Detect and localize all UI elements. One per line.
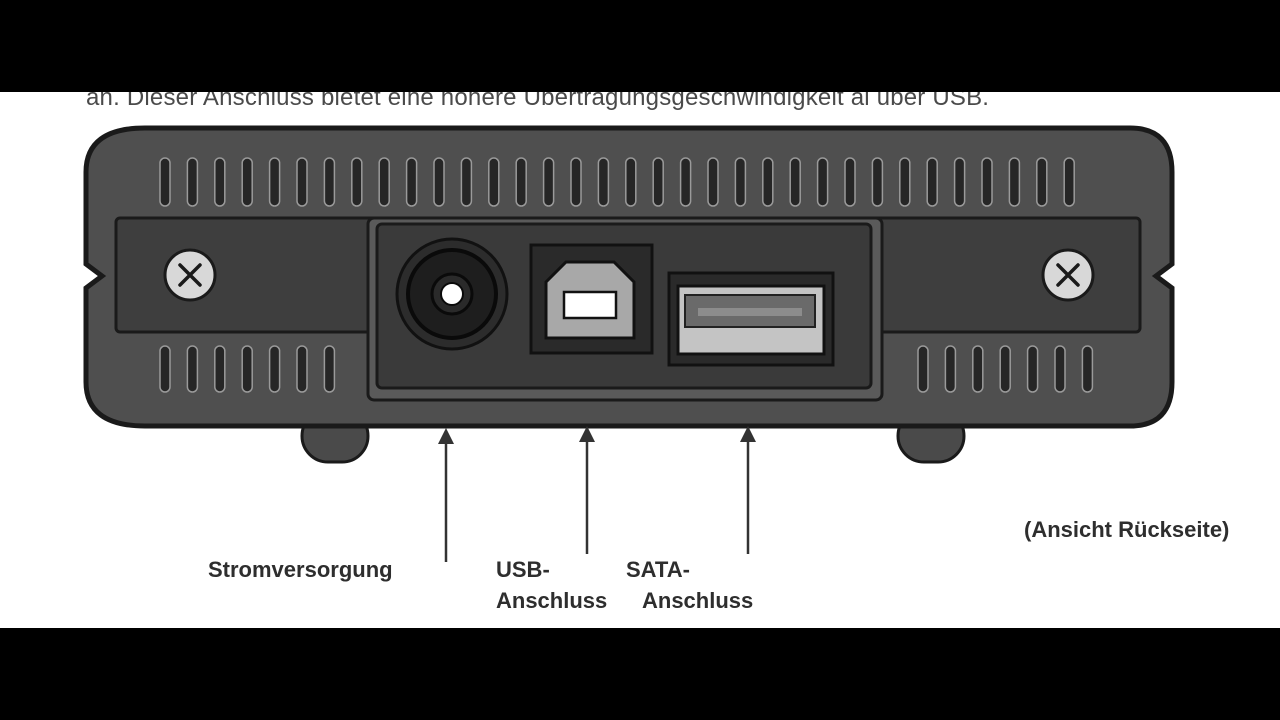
vent-slot — [734, 157, 747, 207]
vent-slot — [378, 157, 390, 207]
arrow-up-icon — [438, 428, 454, 562]
vent-slot — [268, 345, 281, 393]
vent-slot — [816, 157, 829, 207]
vent-slots-top — [159, 157, 1075, 207]
arrow-up-icon — [579, 426, 595, 554]
screw-icon — [1041, 248, 1095, 302]
vent-slot — [1008, 157, 1021, 207]
power-jack-icon — [395, 237, 509, 351]
vent-slot — [652, 157, 664, 207]
label-view-text: (Ansicht Rückseite) — [1024, 517, 1230, 542]
label-usb-line1: USB- — [496, 557, 550, 582]
vent-slot — [762, 157, 774, 207]
vent-slot — [241, 157, 253, 207]
vent-slot — [844, 157, 856, 207]
vent-slot — [999, 345, 1011, 393]
vent-slot — [625, 157, 637, 207]
vent-slot — [268, 157, 281, 207]
label-stromversorgung: Stromversorgung — [208, 554, 393, 585]
vent-slot — [405, 157, 418, 207]
vent-slot — [433, 157, 445, 207]
vent-slot — [159, 345, 171, 393]
usb-b-port-icon — [529, 243, 654, 355]
vent-slot — [679, 157, 692, 207]
vent-slot — [186, 157, 199, 207]
vent-slot — [488, 157, 500, 207]
vent-slot — [323, 345, 336, 393]
vent-slot — [159, 157, 171, 207]
screw-icon — [163, 248, 217, 302]
vent-slot — [241, 345, 253, 393]
vent-slot — [981, 157, 993, 207]
vent-slot — [214, 345, 226, 393]
vent-slot — [296, 157, 308, 207]
vent-slot — [944, 345, 957, 393]
vent-slot — [926, 157, 938, 207]
vent-slot — [1026, 345, 1039, 393]
vent-slot — [789, 157, 801, 207]
vent-slot — [1054, 345, 1066, 393]
vent-slot — [972, 345, 984, 393]
label-sata-line1: SATA- — [626, 557, 690, 582]
label-usb-anschluss: USB- Anschluss — [496, 554, 607, 616]
vent-slot — [296, 345, 308, 393]
label-sata-line2: Anschluss — [642, 588, 754, 613]
clipped-body-text: an. Dieser Anschluss bietet eine höhere … — [86, 92, 990, 111]
vent-slot — [1063, 157, 1075, 207]
vent-slot — [186, 345, 199, 393]
vent-slot — [917, 345, 929, 393]
vent-slot — [351, 157, 363, 207]
label-sata-anschluss: SATA- Anschluss — [626, 554, 753, 616]
vent-slot — [1081, 345, 1094, 393]
vent-slot — [515, 157, 527, 207]
vent-slot — [1036, 157, 1048, 207]
vent-slot — [871, 157, 884, 207]
label-ansicht-rueckseite: (Ansicht Rückseite) — [1024, 514, 1229, 545]
letterbox-top — [0, 0, 1280, 92]
vent-slots-bottom-right — [917, 345, 1094, 393]
vent-slot — [597, 157, 610, 207]
vent-slots-bottom-left — [159, 345, 336, 393]
label-power-text: Stromversorgung — [208, 557, 393, 582]
vent-slot — [707, 157, 719, 207]
vent-slot — [570, 157, 582, 207]
arrow-up-icon — [740, 426, 756, 554]
sata-port-icon — [667, 271, 835, 367]
vent-slot — [460, 157, 473, 207]
document-page: an. Dieser Anschluss bietet eine höhere … — [0, 92, 1280, 628]
vent-slot — [542, 157, 555, 207]
vent-slot — [899, 157, 911, 207]
vent-slot — [953, 157, 966, 207]
vent-slot — [214, 157, 226, 207]
vent-slot — [323, 157, 336, 207]
hard-drive-rear-diagram — [83, 125, 1175, 562]
label-usb-line2: Anschluss — [496, 588, 608, 613]
letterbox-bottom — [0, 628, 1280, 720]
